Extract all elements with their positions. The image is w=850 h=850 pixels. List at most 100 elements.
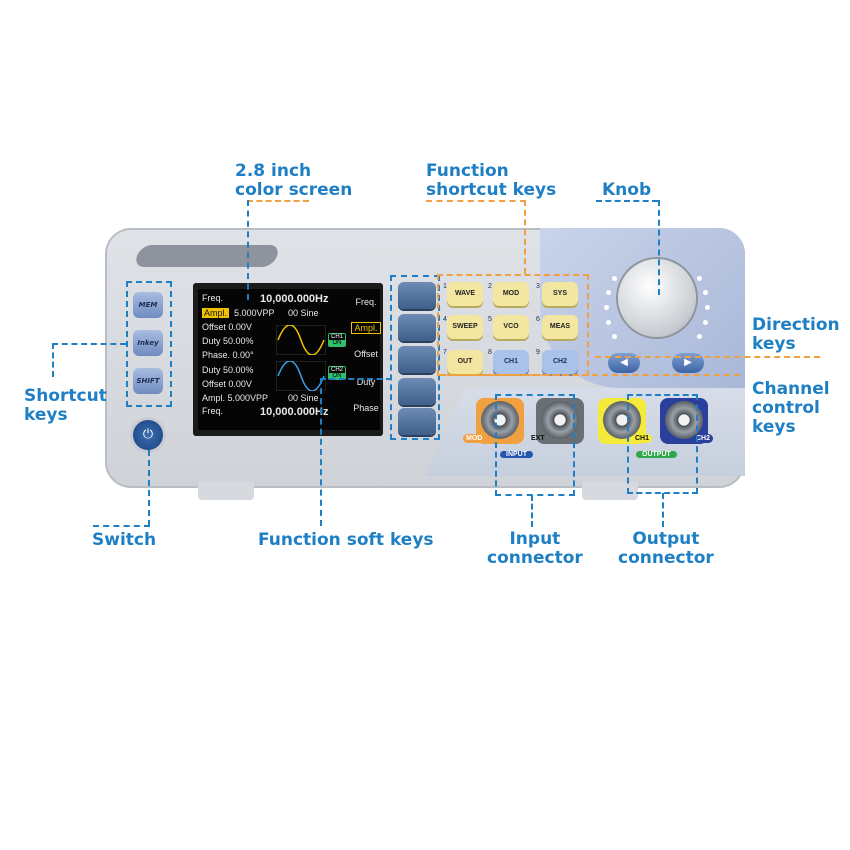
softkeys-callout-line-h <box>320 378 392 380</box>
left-arrow-key[interactable]: ◀ <box>608 353 640 373</box>
key-number: 8 <box>488 349 492 356</box>
knob-indicator-dot <box>705 305 710 310</box>
output-callout-line <box>662 493 664 527</box>
knob-indicator-dot <box>703 320 708 325</box>
direction-callout-line <box>595 356 820 358</box>
mod-bnc-connector[interactable] <box>481 401 519 439</box>
left-arrow-icon: ◀ <box>620 357 628 368</box>
function-keys-box <box>437 274 589 376</box>
screen-row: Offset 0.00V <box>202 379 252 389</box>
input-group-label: INPUT <box>500 451 533 458</box>
input-connector-box <box>495 394 575 496</box>
soft-key-3[interactable] <box>398 346 436 373</box>
row-value: 50.00% <box>223 365 254 375</box>
key-number: 6 <box>536 316 540 323</box>
soft-key-4[interactable] <box>398 378 436 405</box>
softkeys-callout-line-v <box>320 378 322 526</box>
sweep-key[interactable]: SWEEP <box>447 315 483 339</box>
knob-callout-underline <box>596 200 658 202</box>
row-label: Freq. <box>202 406 224 416</box>
row-value: 10,000.000Hz <box>260 293 329 305</box>
row-value: 5.000VPP <box>227 393 269 403</box>
screen-callout-underline <box>247 200 309 202</box>
row-label: Duty <box>202 365 221 375</box>
row-label: Phase. <box>202 350 231 360</box>
function-callout-underline <box>426 200 526 202</box>
shortcut-callout-line-v <box>52 343 54 377</box>
row-value: 10,000.000Hz <box>260 406 329 418</box>
out-key[interactable]: OUT <box>447 350 483 374</box>
ext-label: EXT <box>531 435 545 442</box>
wave-key[interactable]: WAVE <box>447 282 483 306</box>
ch1-sine-wave <box>276 325 326 355</box>
screen-row: Freq. 10,000.000Hz <box>202 406 329 418</box>
ch2-state: ON <box>329 373 345 379</box>
row-value: 50.00% <box>223 336 254 346</box>
shift-key[interactable]: SHIFT <box>133 368 163 394</box>
sys-key[interactable]: SYS <box>542 282 578 306</box>
menu-phase: Phase <box>353 403 379 413</box>
switch-callout-line-h <box>93 525 150 527</box>
ch2-sine-wave <box>276 361 326 391</box>
soft-key-2[interactable] <box>398 314 436 341</box>
mod-label: MOD <box>463 434 486 443</box>
right-foot <box>582 482 638 500</box>
screen-row: Duty 50.00% <box>202 336 254 346</box>
key-number: 9 <box>536 349 540 356</box>
input-callout-line <box>531 495 533 527</box>
row-value: 0.00° <box>232 350 254 360</box>
ext-bnc-connector[interactable] <box>541 401 579 439</box>
screen-row: Offset 0.00V <box>202 322 252 332</box>
knob-callout-line <box>658 200 660 295</box>
right-arrow-icon: ▶ <box>684 357 692 368</box>
soft-key-1[interactable] <box>398 282 436 309</box>
ch1-key[interactable]: CH1 <box>493 350 529 374</box>
row-label: Duty <box>202 336 221 346</box>
switch-callout-line-v <box>148 450 150 526</box>
ch1-state: ON <box>329 340 345 346</box>
row-value: 5.000VPP <box>234 308 275 318</box>
soft-key-5[interactable] <box>398 408 436 435</box>
key-number: 3 <box>536 283 540 290</box>
function-soft-keys-callout: Function soft keys <box>258 530 434 550</box>
row-label: Ampl. <box>202 308 230 318</box>
power-button[interactable]: ⏻ <box>133 420 163 450</box>
row-label: Offset <box>202 322 226 332</box>
channel-callout-line <box>440 374 740 376</box>
knob-indicator-dot <box>606 320 611 325</box>
knob-indicator-dot <box>604 305 609 310</box>
mod-key[interactable]: MOD <box>493 282 529 306</box>
left-foot <box>198 482 254 500</box>
right-arrow-key[interactable]: ▶ <box>672 353 704 373</box>
rotary-knob[interactable] <box>618 259 696 337</box>
ch2-out-label: CH2 <box>693 434 714 443</box>
menu-freq: Freq. <box>355 297 377 307</box>
knob-indicator-dot <box>606 290 611 295</box>
row-label: Offset <box>202 379 226 389</box>
knob-indicator-dot <box>703 290 708 295</box>
knob-indicator-dot <box>612 334 617 339</box>
ch2-key[interactable]: CH2 <box>542 350 578 374</box>
mem-key[interactable]: MEM <box>133 292 163 318</box>
meas-key[interactable]: MEAS <box>542 315 578 339</box>
key-number: 1 <box>443 283 447 290</box>
screen-row: Duty 50.00% <box>202 365 254 375</box>
knob-indicator-dot <box>697 334 702 339</box>
vco-key[interactable]: VCO <box>493 315 529 339</box>
shortcut-callout-line-h <box>52 343 126 345</box>
row-value: 0.00V <box>228 322 252 332</box>
screen-row: Phase. 0.00° <box>202 350 254 360</box>
screen-row: Freq. 10,000.000Hz <box>202 293 329 305</box>
key-number: 4 <box>443 316 447 323</box>
row-label: Freq. <box>202 293 224 303</box>
ch1-bnc-connector[interactable] <box>603 401 641 439</box>
inkey-key[interactable]: Inkey <box>133 330 163 356</box>
key-number: 2 <box>488 283 492 290</box>
key-number: 5 <box>488 316 492 323</box>
